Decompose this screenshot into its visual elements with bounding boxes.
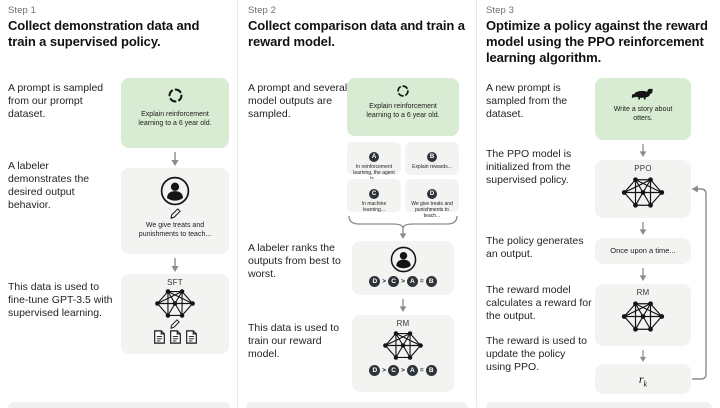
ranking-separator: >: [401, 278, 405, 285]
ranking-letter: A: [406, 276, 418, 287]
option-badge: D: [427, 189, 437, 199]
model-label: RM: [396, 319, 410, 328]
pencil-icon: [170, 208, 181, 219]
ranking: D > C > A = B: [352, 276, 454, 287]
output-option-box: B Explain rewards...: [405, 142, 459, 175]
step-title: Collect comparison data and train a rewa…: [248, 18, 465, 49]
step-3-column: Step 3 Optimize a policy against the rew…: [477, 0, 720, 407]
annotation-text: This data is used to fine-tune GPT-3.5 w…: [8, 281, 113, 319]
ranking-letter: A: [406, 365, 418, 376]
cutoff-box: [246, 402, 468, 408]
annotation-text: A prompt is sampled from our prompt data…: [8, 82, 104, 120]
step-label: Step 3: [486, 5, 515, 16]
ranking-letter: B: [425, 276, 437, 287]
ranking-separator: >: [401, 367, 405, 374]
rm-box: RM: [595, 284, 691, 346]
prompt-text: Write a story about otters.: [613, 106, 673, 122]
annotation-text: A labeler ranks the outputs from best to…: [248, 242, 341, 280]
sft-box: SFT: [121, 274, 229, 354]
output-text: Once upon a time...: [610, 246, 676, 255]
down-arrow-icon: [170, 152, 180, 166]
output-option-box: C In machine learning...: [347, 179, 401, 213]
neural-net-icon: [153, 288, 197, 319]
model-label: SFT: [167, 278, 183, 287]
ranking-separator: =: [419, 367, 424, 374]
annotation-text: A labeler demonstrates the desired outpu…: [8, 160, 90, 211]
documents-icon: [121, 330, 229, 344]
pencil-icon: [170, 319, 180, 329]
option-text: We give treats and punishments to teach.…: [411, 201, 453, 219]
prompt-box: Write a story about otters.: [595, 78, 691, 140]
ranking: D > C > A = B: [352, 365, 454, 376]
down-arrow-icon: [398, 299, 408, 312]
cutoff-box: [8, 402, 230, 408]
output-text-box: Once upon a time...: [595, 238, 691, 264]
step-title: Optimize a policy against the reward mod…: [486, 18, 708, 65]
neural-net-icon: [381, 330, 425, 361]
column-divider: [476, 0, 477, 407]
ranking-separator: =: [419, 278, 424, 285]
ranking-letter: C: [388, 276, 400, 287]
model-label: PPO: [634, 164, 652, 173]
output-option-box: D We give treats and punishments to teac…: [405, 179, 459, 219]
prompt-text: Explain reinforcement learning to a 6 ye…: [138, 111, 212, 127]
sample-icon: [396, 84, 410, 98]
option-badge: C: [369, 189, 379, 199]
annotation-text: The reward model calculates a reward for…: [486, 284, 592, 322]
labeler-box: D > C > A = B: [352, 241, 454, 295]
annotation-text: The reward is used to update the policy …: [486, 335, 587, 373]
step-1-column: Step 1 Collect demonstration data and tr…: [0, 0, 237, 407]
document-icon: [153, 330, 166, 344]
option-text: In machine learning...: [361, 201, 387, 213]
down-arrow-icon: [398, 226, 408, 239]
ranking-letter: D: [369, 276, 381, 287]
step-label: Step 2: [248, 5, 277, 16]
prompt-box: Explain reinforcement learning to a 6 ye…: [347, 78, 459, 136]
ppo-box: PPO: [595, 160, 691, 218]
reward-box: rk: [595, 364, 691, 394]
model-label: RM: [636, 288, 650, 297]
labeler-caption: We give treats and punishments to teach.…: [138, 222, 212, 238]
person-icon: [390, 246, 417, 273]
document-icon: [185, 330, 198, 344]
output-option-box: A In reinforcement learning, the agent i…: [347, 142, 401, 182]
annotation-text: This data is used to train our reward mo…: [248, 322, 340, 360]
step-title: Collect demonstration data and train a s…: [8, 18, 200, 49]
rm-box: RM D > C > A = B: [352, 315, 454, 392]
step-label: Step 1: [8, 5, 37, 16]
option-badge: B: [427, 152, 437, 162]
step-2-column: Step 2 Collect comparison data and train…: [238, 0, 476, 407]
ranking-letter: C: [388, 365, 400, 376]
prompt-text: Explain reinforcement learning to a 6 ye…: [366, 103, 440, 119]
person-icon: [160, 176, 190, 206]
down-arrow-icon: [170, 258, 180, 272]
document-icon: [169, 330, 182, 344]
reward-symbol: rk: [638, 372, 648, 389]
annotation-text: A prompt and several model outputs are s…: [248, 82, 348, 120]
ranking-letter: D: [369, 365, 381, 376]
column-divider: [237, 0, 238, 407]
ranking-letter: B: [425, 365, 437, 376]
annotation-text: A new prompt is sampled from the dataset…: [486, 82, 568, 120]
sample-icon: [167, 87, 184, 104]
feedback-arrow: [691, 185, 707, 380]
cutoff-box: [486, 402, 712, 408]
ranking-separator: >: [382, 278, 387, 285]
annotation-text: The PPO model is initialized from the su…: [486, 148, 572, 186]
annotation-text: The policy generates an output.: [486, 235, 584, 260]
prompt-box: Explain reinforcement learning to a 6 ye…: [121, 78, 229, 148]
labeler-box: We give treats and punishments to teach.…: [121, 168, 229, 254]
option-badge: A: [369, 152, 379, 162]
option-text: Explain rewards...: [412, 164, 452, 170]
ranking-separator: >: [382, 367, 387, 374]
